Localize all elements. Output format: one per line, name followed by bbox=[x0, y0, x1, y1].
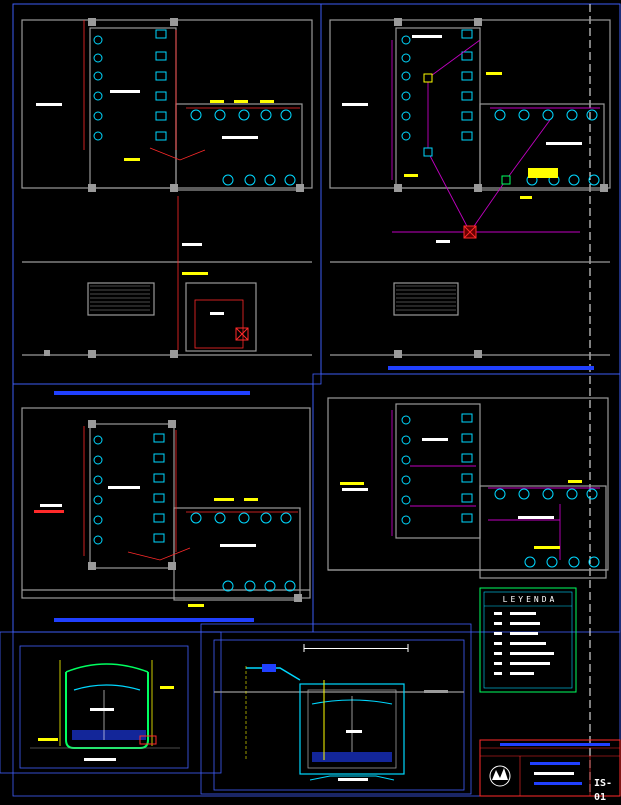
plan-middle-right-fixtures bbox=[401, 413, 600, 568]
plan-top-left-stairs bbox=[90, 285, 150, 311]
plan-middle-right-pipes bbox=[391, 410, 600, 560]
plan-top-left-notes bbox=[36, 90, 274, 395]
plan-top-right-pipes bbox=[391, 39, 600, 233]
plan-middle-left-fixtures bbox=[93, 433, 296, 592]
plan-top-right-fixtures bbox=[401, 29, 600, 186]
legend-box bbox=[479, 587, 577, 693]
plan-top-left-pipes bbox=[83, 20, 300, 350]
plan-middle-left-columns bbox=[88, 420, 302, 602]
title-block bbox=[479, 739, 621, 797]
plan-top-right-stairs bbox=[396, 285, 456, 311]
sheet-code: IS-01 bbox=[594, 778, 613, 803]
sheet-frames bbox=[0, 3, 621, 797]
plan-middle-left-notes bbox=[34, 486, 258, 622]
legend-title: LEYENDA bbox=[502, 595, 558, 604]
plan-top-right bbox=[329, 18, 611, 370]
detail-tank-left bbox=[19, 645, 189, 769]
institution-seal-icon bbox=[489, 765, 511, 787]
plan-top-right-walls bbox=[329, 19, 611, 356]
plan-middle-right-notes bbox=[340, 438, 582, 549]
detail-tank-right bbox=[213, 639, 465, 791]
plan-top-left bbox=[21, 18, 313, 395]
legend-rows bbox=[494, 612, 554, 675]
plan-top-right-columns bbox=[394, 18, 608, 358]
plan-top-left-fixtures bbox=[93, 29, 296, 186]
plan-top-left-columns bbox=[44, 18, 304, 358]
plan-middle-left-pipes bbox=[83, 426, 298, 561]
plan-middle-left bbox=[21, 407, 311, 622]
plan-middle-right bbox=[327, 397, 609, 579]
plan-middle-right-walls bbox=[327, 397, 609, 579]
plan-top-right-nodes bbox=[423, 73, 511, 239]
plan-top-right-notes bbox=[342, 35, 594, 370]
